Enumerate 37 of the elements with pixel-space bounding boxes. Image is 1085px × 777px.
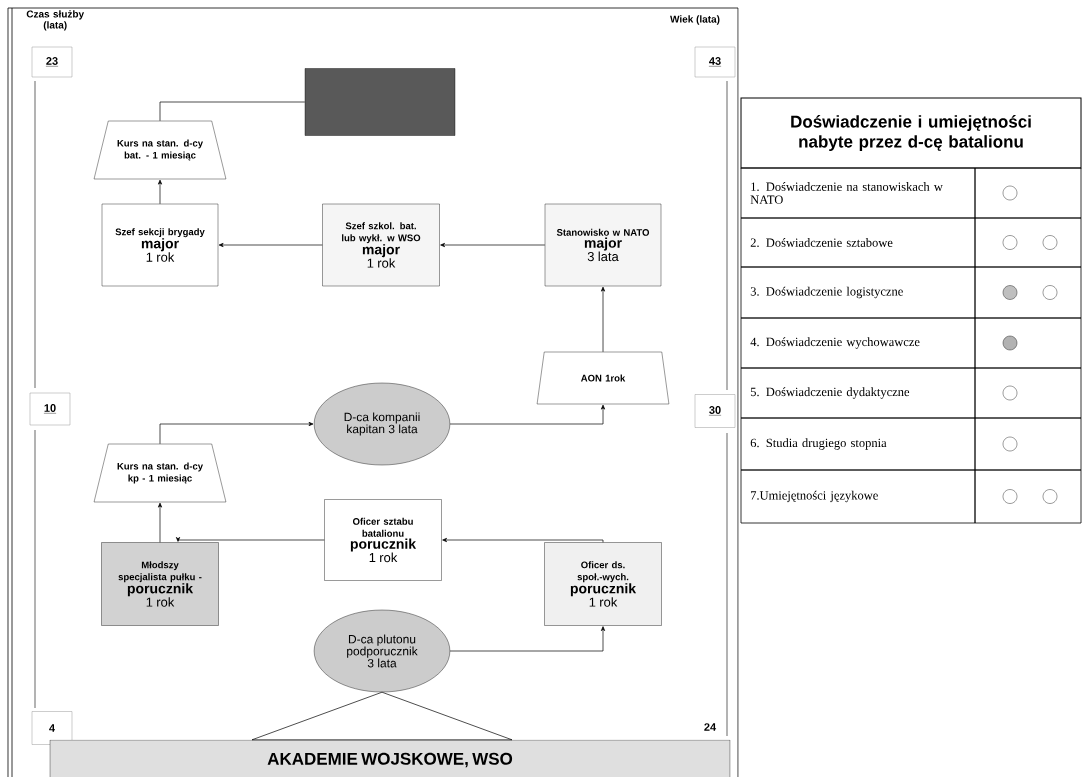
- arrow: [157, 502, 163, 543]
- age-box: 10: [29, 392, 71, 426]
- position-box: Szef szkol. bat. lub wykł. w WSO major 1 rok: [322, 203, 440, 287]
- table-cell: 4. Doświadczenie wychowawcze: [740, 317, 976, 369]
- table-cell: 7.Umiejętności językowe: [740, 469, 976, 524]
- position-box: Oficer ds. społ.-wych. porucznik 1 rok: [544, 542, 662, 626]
- table-cell: 6. Studia drugiego stopnia: [740, 417, 976, 471]
- arrow: [449, 404, 606, 425]
- course-trapezoid: Kurs na stan. d-cy kp - 1 miesiąc: [93, 443, 227, 503]
- academy-bar: AKADEMIE WOJSKOWE, WSO: [49, 739, 731, 777]
- axis-title: Czas służby (lata): [26, 10, 85, 31]
- chevron-arrow: [251, 691, 513, 741]
- position-box: Młodszy specjalista pułku - porucznik 1 rok: [101, 542, 219, 626]
- age-box: 23: [31, 46, 73, 78]
- arrow: [159, 421, 314, 445]
- arrow: [218, 242, 323, 248]
- table-cell: 2. Doświadczenie sztabowe: [740, 217, 976, 268]
- arrow: [440, 242, 546, 248]
- arrow: [157, 179, 163, 205]
- position-box: Szef sekcji brygady major 1 rok: [101, 203, 219, 287]
- table-cell: 3. Doświadczenie logistyczne: [740, 266, 976, 319]
- table-cell: 5. Doświadczenie dydaktyczne: [740, 367, 976, 419]
- age-box: 43: [694, 46, 736, 78]
- age-box: 4: [31, 711, 73, 745]
- position-box: Stanowisko w NATO major 3 lata: [544, 203, 662, 287]
- axis-title: Wiek (lata): [670, 15, 720, 25]
- position-box: Oficer sztabu batalionu porucznik 1 rok: [324, 499, 442, 581]
- arrow: [442, 537, 604, 543]
- arrow: [449, 626, 606, 652]
- course-trapezoid: Kurs na stan. d-cy bat. - 1 miesiąc: [93, 120, 227, 180]
- table-cell: 1. Doświadczenie na stanowiskach w NATO: [740, 167, 976, 219]
- arrow: [175, 537, 325, 542]
- course-trapezoid: AON 1rok: [536, 351, 670, 405]
- arrow: [600, 286, 606, 353]
- shaded-box: [304, 68, 456, 136]
- age-box: 30: [694, 394, 736, 428]
- table-header: Doświadczenie i umiejętności nabyte przez d-cę batalionu: [740, 97, 1082, 169]
